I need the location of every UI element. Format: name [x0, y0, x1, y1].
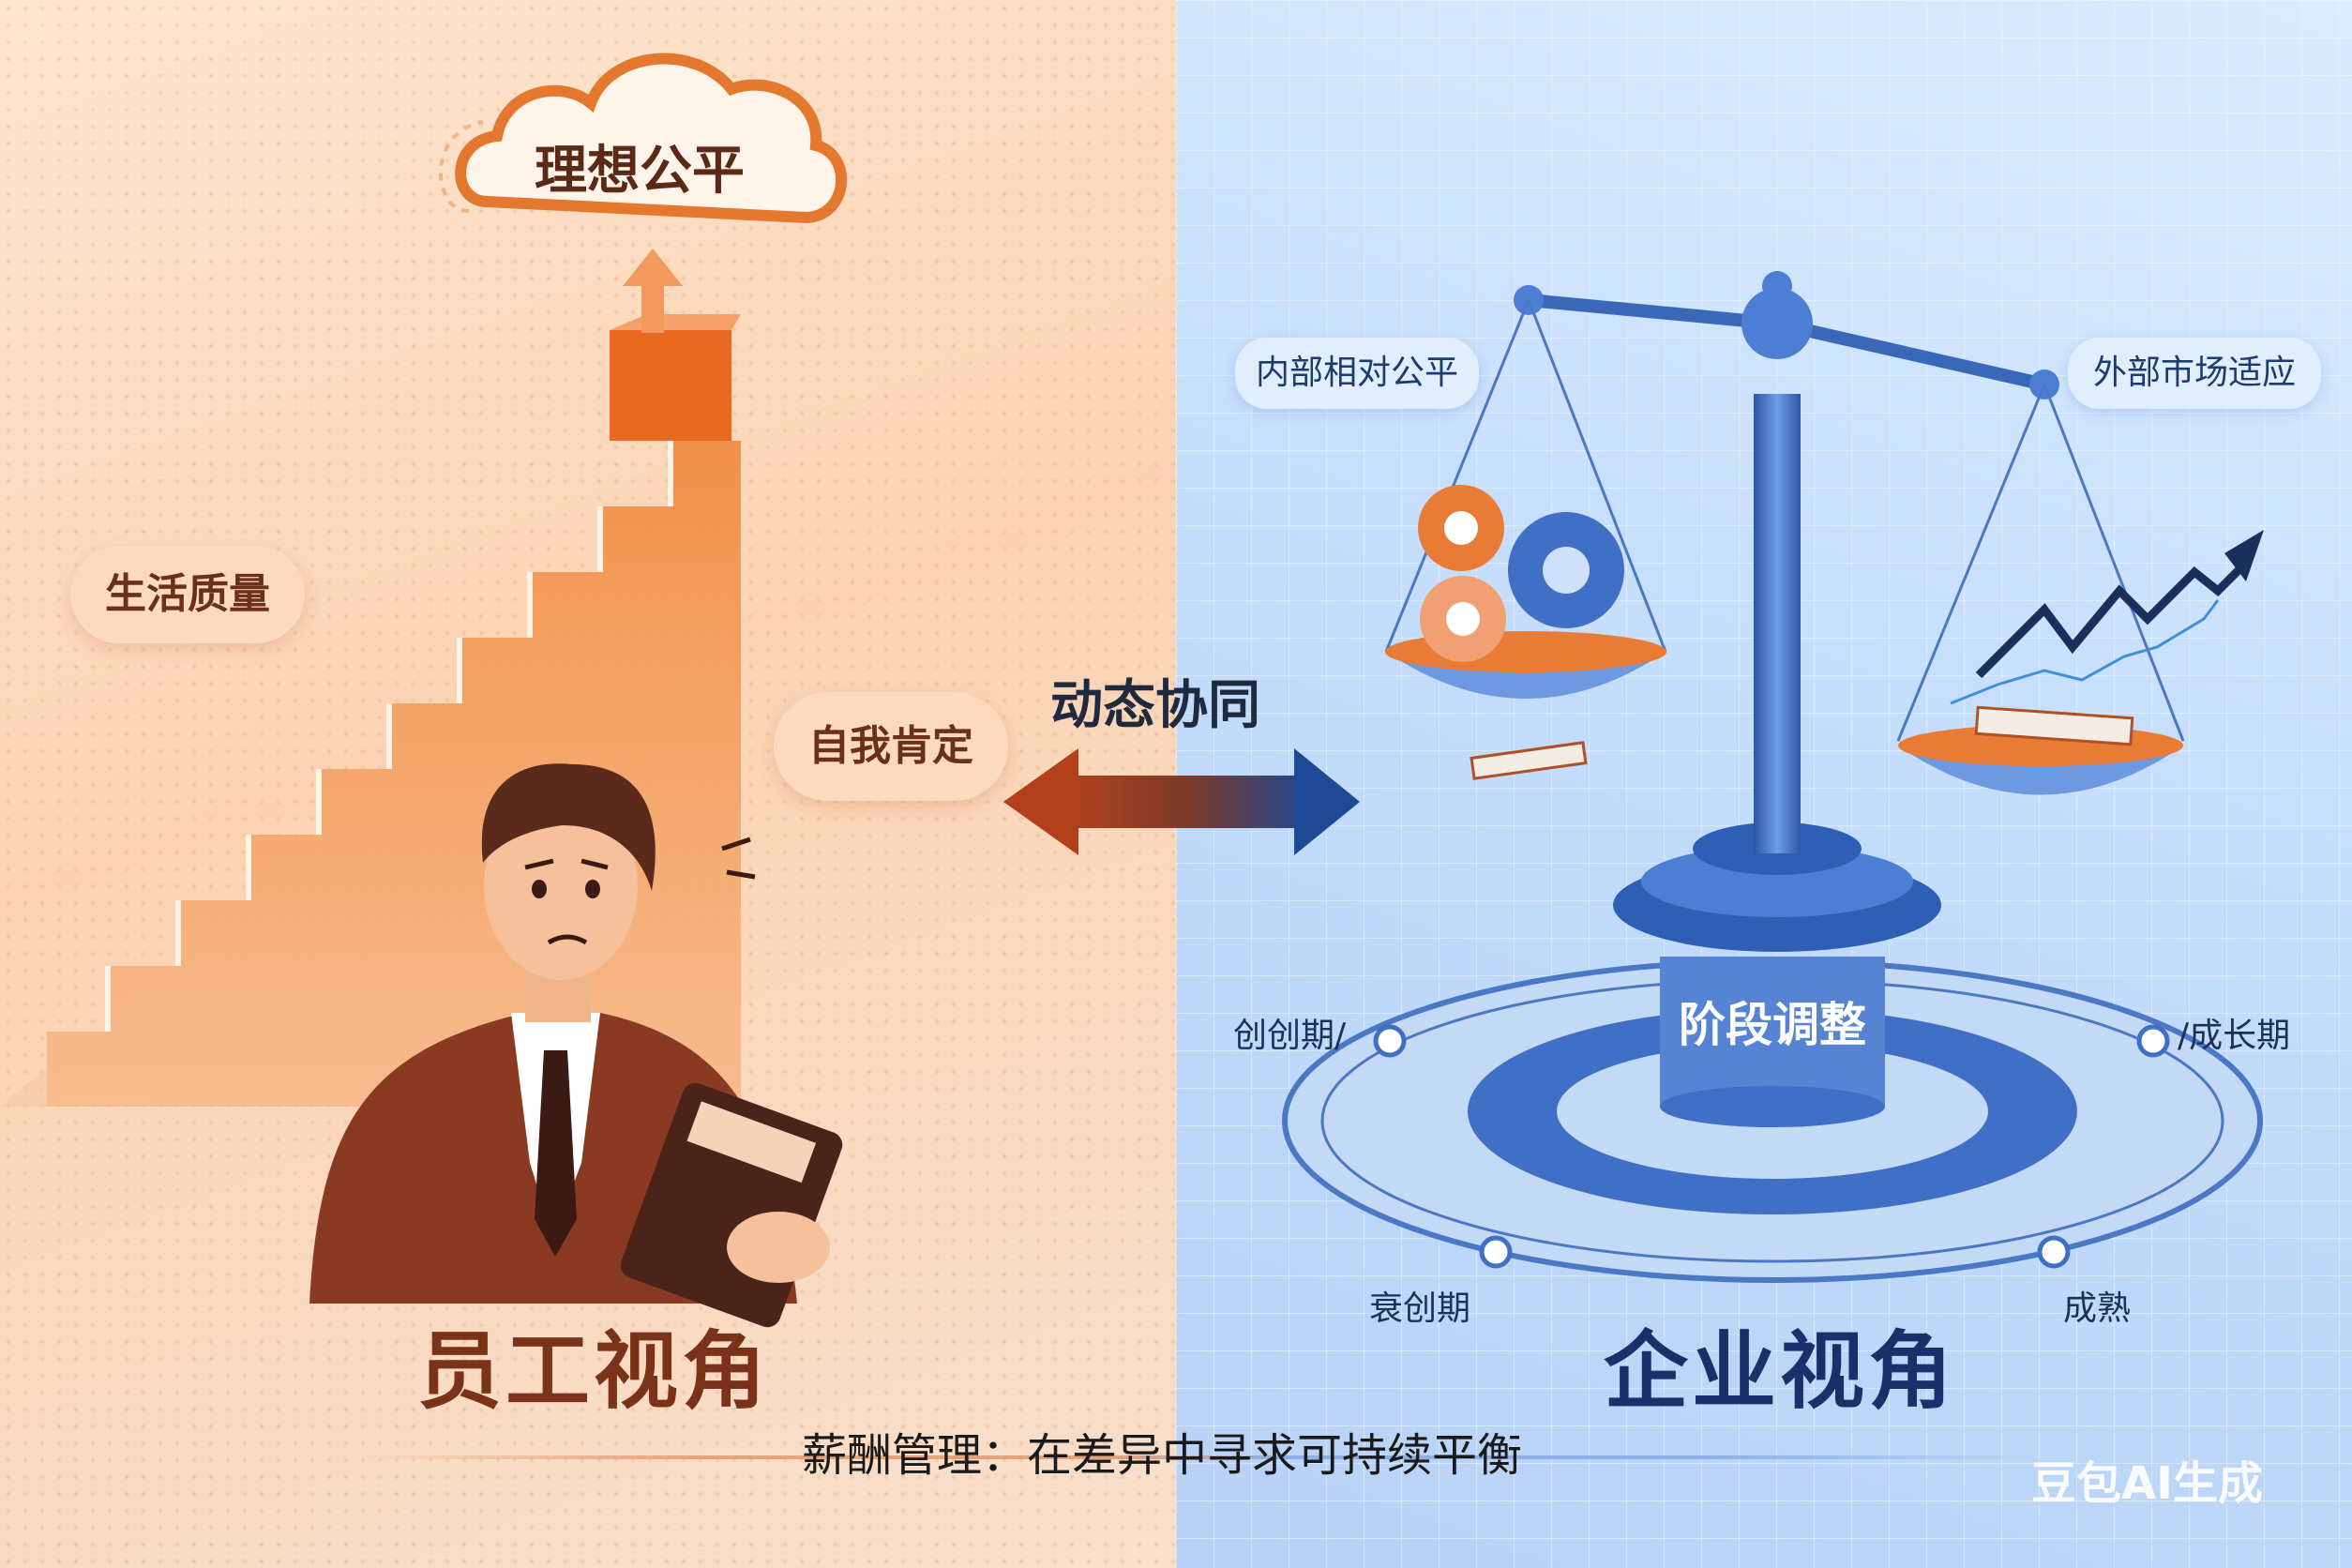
- staircase: [0, 314, 741, 1107]
- bidirectional-arrow-icon: [1003, 748, 1360, 855]
- stage-mature: 成熟: [2063, 1289, 2132, 1328]
- ruler-icon: [1470, 741, 1588, 780]
- watermark: 豆包AI生成: [2031, 1457, 2264, 1510]
- gears-icon: [1418, 485, 1624, 662]
- employee-title: 员工视角: [417, 1322, 770, 1421]
- cloud-icon: [439, 53, 848, 224]
- stage-decline: 衰创期: [1369, 1289, 1471, 1328]
- enterprise-perspective-panel: [1176, 0, 2352, 1568]
- stage-cycle-platform: [1282, 957, 2263, 1283]
- life-quality-bubble: 生活质量: [70, 546, 305, 643]
- employee-figure: [309, 763, 843, 1328]
- stage-startup: 创创期/: [1233, 1017, 1347, 1055]
- internal-fairness-pill: 内部相对公平: [1235, 338, 1479, 409]
- ruler-icon: [1974, 705, 2134, 746]
- caption-divider: [356, 1455, 2044, 1459]
- enterprise-title: 企业视角: [1604, 1322, 1956, 1421]
- up-arrow-icon: [623, 249, 683, 333]
- stage-growth: /成长期: [2178, 1017, 2291, 1055]
- stage-hub-label: 阶段调整: [1679, 998, 1866, 1052]
- cloud-label: 理想公平: [535, 141, 745, 202]
- external-market-pill: 外部市场适应: [2068, 338, 2321, 409]
- self-affirmation-bubble: 自我肯定: [774, 692, 1008, 801]
- center-label: 动态协同: [1050, 675, 1260, 736]
- caption: 薪酬管理：在差异中寻求可持续平衡: [802, 1429, 1523, 1482]
- trend-up-arrow-icon: [1950, 530, 2264, 705]
